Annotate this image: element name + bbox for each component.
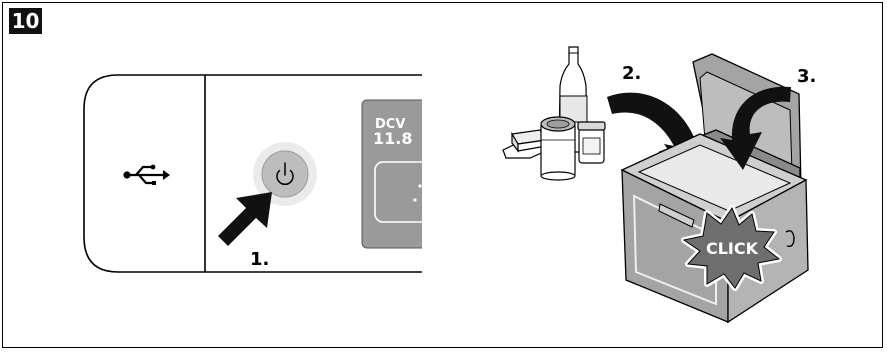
- jar: [578, 122, 605, 163]
- step-3-label: 3.: [797, 66, 816, 87]
- step-2-label: 2.: [622, 63, 641, 84]
- display-dot: [413, 198, 416, 201]
- display-value: 11.8: [373, 129, 412, 148]
- display-dot: [418, 184, 421, 187]
- can: [541, 117, 575, 180]
- food-items: [503, 47, 605, 180]
- step-1-label: 1.: [250, 249, 269, 270]
- click-label: CLICK: [706, 239, 759, 258]
